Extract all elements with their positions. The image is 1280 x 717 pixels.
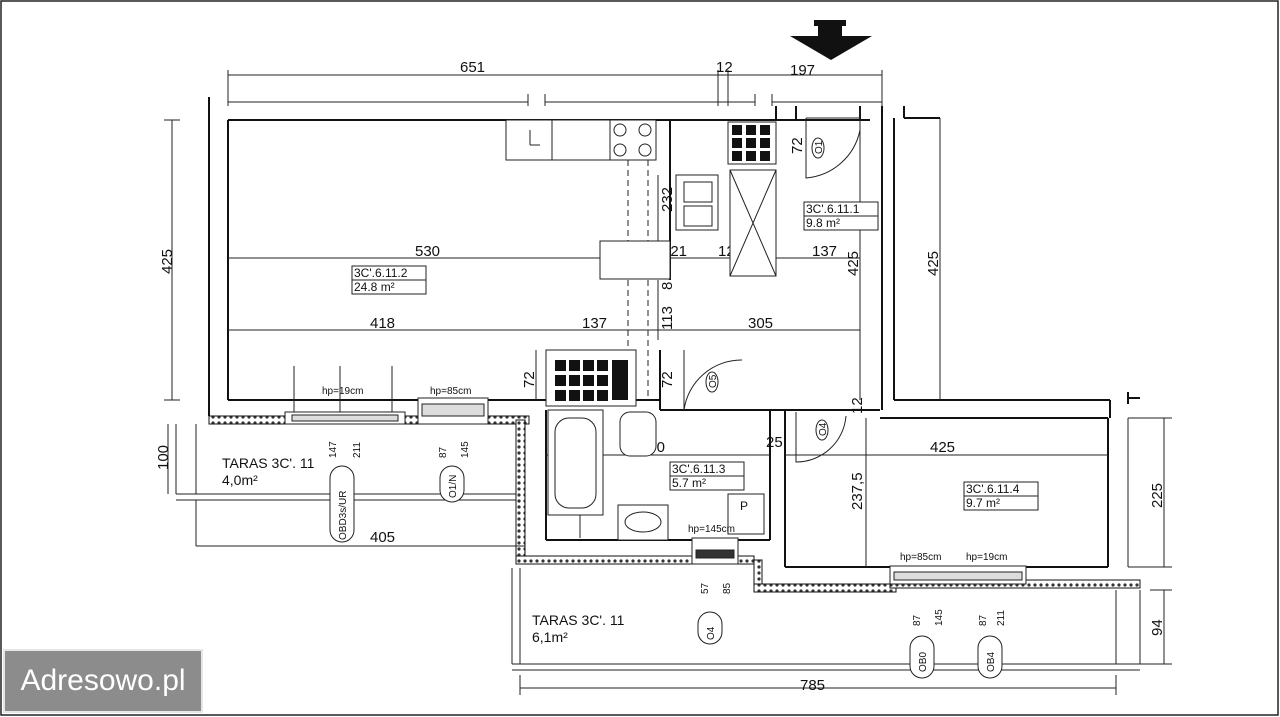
entrance-arrow-icon bbox=[790, 20, 872, 60]
tag-o1n: O1/N bbox=[448, 475, 459, 498]
top-dimension-lines bbox=[227, 70, 883, 106]
dim-425-left: 425 bbox=[159, 249, 176, 274]
door-tag-5: O5 bbox=[708, 374, 719, 388]
dim-237-5: 237,5 bbox=[849, 472, 866, 510]
door-tags bbox=[705, 137, 829, 441]
dim-8: 8 bbox=[659, 282, 676, 290]
dim-651: 651 bbox=[460, 59, 485, 76]
dim-418: 418 bbox=[370, 315, 395, 332]
height-87-left: 87 bbox=[438, 446, 449, 458]
height-147: 147 bbox=[328, 441, 339, 458]
dim-137-upper: 137 bbox=[812, 243, 837, 260]
windows bbox=[284, 366, 1027, 585]
tag-ob4: OB4 bbox=[986, 652, 997, 672]
window-hp-19-right: hp=19cm bbox=[966, 552, 1007, 563]
dim-425-right-outer: 425 bbox=[925, 251, 942, 276]
label-p: P bbox=[740, 499, 748, 513]
room-4-area: 9.7 m² bbox=[966, 496, 1000, 510]
room-1-code: 3C'.6.11.1 bbox=[806, 202, 860, 216]
dim-113: 113 bbox=[659, 306, 676, 330]
window-hp-19-left: hp=19cm bbox=[322, 386, 363, 397]
terrace-outlines bbox=[167, 417, 1172, 695]
doors bbox=[683, 117, 861, 463]
height-87-right: 87 bbox=[978, 614, 989, 626]
door-tag-1: O1 bbox=[814, 140, 825, 154]
dim-197: 197 bbox=[790, 62, 815, 79]
watermark-logo: Adresowo.pl bbox=[3, 649, 203, 713]
tag-obd3: OBD3s/UR bbox=[338, 491, 349, 540]
window-hp-85-right: hp=85cm bbox=[900, 552, 941, 563]
terrace-2-name: TARAS 3C'. 11 bbox=[532, 612, 625, 628]
room-3-code: 3C'.6.11.3 bbox=[672, 462, 726, 476]
dim-25: 25 bbox=[766, 434, 783, 451]
dim-405: 405 bbox=[370, 529, 395, 546]
dim-72-top: 72 bbox=[789, 137, 806, 154]
dim-305: 305 bbox=[748, 315, 773, 332]
tag-o4: O4 bbox=[706, 626, 717, 640]
room-1-area: 9.8 m² bbox=[806, 216, 840, 230]
dim-72-right: 72 bbox=[659, 371, 676, 388]
dim-72-left: 72 bbox=[521, 371, 538, 388]
dim-785: 785 bbox=[800, 677, 825, 694]
terrace-2-area: 6,1m² bbox=[532, 629, 568, 645]
room-2-area: 24.8 m² bbox=[354, 280, 395, 294]
height-211-left: 211 bbox=[352, 442, 363, 458]
dim-137-lower: 137 bbox=[582, 315, 607, 332]
window-tag-ovals bbox=[329, 465, 1003, 679]
room-4-code: 3C'.6.11.4 bbox=[966, 482, 1020, 496]
dim-530: 530 bbox=[415, 243, 440, 260]
radiator-grid-top bbox=[732, 125, 770, 161]
interior-dimension-lines bbox=[164, 110, 1108, 567]
room-2-code: 3C'.6.11.2 bbox=[354, 266, 408, 280]
window-hp-145: hp=145cm bbox=[688, 524, 735, 535]
terrace-1-name: TARAS 3C'. 11 bbox=[222, 455, 315, 471]
terrace-1-area: 4,0m² bbox=[222, 472, 258, 488]
height-211-right: 211 bbox=[996, 610, 1007, 626]
tag-ob0: OB0 bbox=[918, 652, 929, 672]
dim-425-room4: 425 bbox=[930, 439, 955, 456]
dim-94: 94 bbox=[1149, 619, 1166, 636]
dim-12-top: 12 bbox=[716, 59, 733, 76]
height-87-mid: 87 bbox=[912, 614, 923, 626]
height-85: 85 bbox=[722, 582, 733, 594]
dim-232: 232 bbox=[659, 187, 676, 212]
room-3-area: 5.7 m² bbox=[672, 476, 706, 490]
dim-425-right-inner: 425 bbox=[845, 251, 862, 276]
room-label-boxes bbox=[351, 201, 1039, 511]
window-hp-85-left: hp=85cm bbox=[430, 386, 471, 397]
height-145-left: 145 bbox=[460, 441, 471, 458]
dim-225: 225 bbox=[1149, 483, 1166, 508]
radiator-grid-bath bbox=[555, 360, 628, 401]
dim-12-right: 12 bbox=[849, 397, 866, 414]
dim-100: 100 bbox=[155, 445, 172, 470]
door-tag-4: O4 bbox=[818, 422, 829, 436]
height-57: 57 bbox=[700, 582, 711, 594]
height-145-right: 145 bbox=[934, 609, 945, 626]
